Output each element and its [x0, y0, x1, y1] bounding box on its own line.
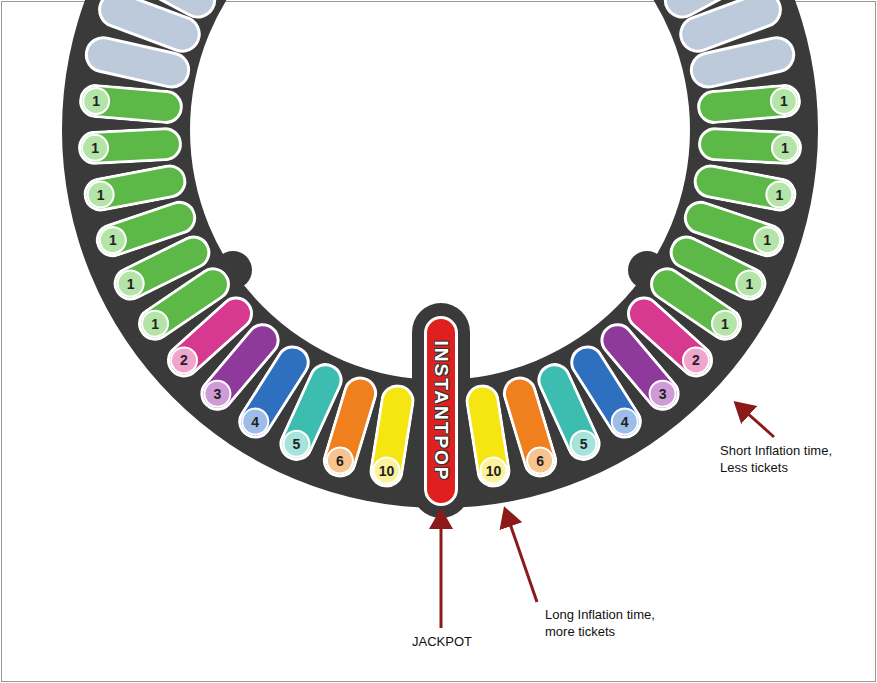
ticket-badge — [707, 306, 743, 342]
ticket-count: 1 — [712, 311, 738, 337]
slot-fill — [698, 128, 800, 164]
ticket-count: 10 — [373, 458, 399, 484]
ticket-badge — [764, 179, 794, 209]
slot-fill — [692, 163, 797, 212]
ticket-badge — [114, 266, 149, 301]
leader-arrow — [440, 514, 443, 628]
leader-arrow — [738, 405, 774, 437]
ticket-count: 5 — [571, 431, 597, 457]
callout-label: Short Inflation time, Less tickets — [720, 442, 855, 476]
blank-slot — [659, 0, 767, 23]
ticket-badge — [324, 444, 356, 476]
ticket-count: 1 — [83, 88, 109, 114]
ticket-count: 1 — [771, 88, 797, 114]
ticket-badge — [82, 87, 110, 115]
slot-fill — [79, 128, 181, 164]
ticket-badge — [97, 224, 130, 257]
ticket-badge — [751, 224, 784, 257]
ticket-count: 6 — [527, 447, 553, 473]
ticket-count: 1 — [82, 135, 108, 161]
slot-fill — [426, 318, 457, 505]
ticket-count: 10 — [481, 458, 507, 484]
ticket-badge — [770, 87, 798, 115]
ticket-count: 1 — [88, 182, 114, 208]
ticket-badge — [371, 456, 401, 486]
ticket-count: 1 — [142, 311, 168, 337]
ticket-badge — [137, 306, 173, 342]
ticket-slot: 1 — [697, 127, 803, 166]
ticket-count: 4 — [242, 408, 268, 434]
ticket-count: 1 — [772, 135, 798, 161]
ticket-count: 5 — [283, 431, 309, 457]
ticket-count: 1 — [100, 227, 126, 253]
ticket-count: 1 — [118, 270, 144, 296]
ticket-badge — [165, 342, 202, 379]
ticket-count: 2 — [683, 348, 709, 374]
slot-fill — [697, 84, 800, 123]
callout-label: JACKPOT — [412, 633, 492, 650]
ticket-badge — [524, 444, 556, 476]
ticket-count: 3 — [204, 380, 230, 406]
jackpot-slot: INSTANTPOP — [424, 316, 458, 506]
jackpot-text: INSTANTPOP — [426, 323, 456, 499]
ticket-badge — [607, 403, 643, 439]
ticket-count: 6 — [327, 447, 353, 473]
jackpot-surround — [412, 303, 470, 518]
blank-slots — [83, 0, 797, 90]
ticket-badge — [566, 426, 600, 460]
ticket-badge — [86, 179, 116, 209]
wheel-ring — [62, 0, 818, 508]
slot-fill — [368, 384, 414, 489]
callout-label: Long Inflation time, more tickets — [545, 606, 680, 640]
ticket-count: 2 — [171, 348, 197, 374]
ticket-badge — [771, 134, 798, 161]
ticket-count: 1 — [766, 182, 792, 208]
ticket-badge — [644, 375, 681, 412]
ticket-count: 1 — [754, 227, 780, 253]
ticket-count: 4 — [612, 408, 638, 434]
ticket-badge — [732, 266, 767, 301]
ticket-badge — [82, 134, 109, 161]
ticket-badge — [479, 456, 509, 486]
ticket-badge — [237, 403, 273, 439]
ticket-badge — [199, 375, 236, 412]
ticket-badge — [279, 426, 313, 460]
leader-arrow — [506, 512, 537, 602]
blank-slot — [113, 0, 221, 23]
ticket-slot: 1 — [78, 127, 184, 166]
ticket-count: 3 — [650, 380, 676, 406]
slot-fill — [79, 84, 182, 123]
ticket-badge — [678, 342, 715, 379]
ticket-count: 1 — [736, 270, 762, 296]
